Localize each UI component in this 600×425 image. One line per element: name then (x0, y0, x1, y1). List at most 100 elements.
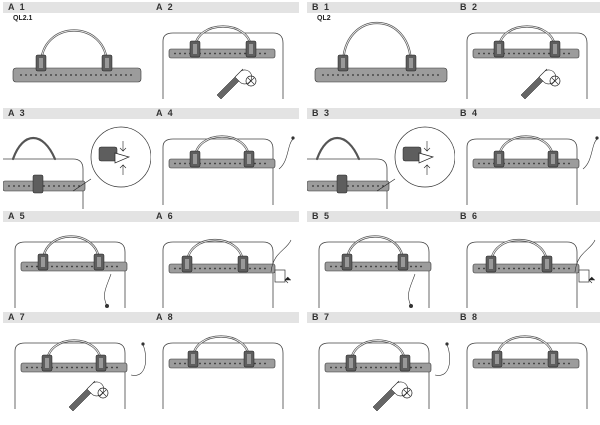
step-illustration (318, 339, 451, 412)
rail-hole (81, 265, 83, 268)
rail-hole (239, 362, 241, 365)
step-label: A 2 (156, 2, 175, 12)
rail-hole (407, 74, 409, 76)
rail-hole (417, 74, 419, 76)
rail-hole (43, 185, 45, 187)
rail-hole (538, 52, 540, 55)
rail-hole (71, 366, 73, 369)
carry-handle-highlight (194, 136, 250, 160)
rail-hole (332, 74, 334, 76)
rail-hole (538, 162, 540, 165)
step-panel-a3: A 3 (3, 108, 151, 213)
panel-header: A 6 (151, 211, 299, 222)
up-arrow (119, 164, 127, 175)
rail-hole (488, 52, 490, 55)
hook-slot (99, 358, 103, 368)
screwdriver (68, 388, 92, 412)
rail-hole (23, 185, 25, 187)
screw-cross (551, 77, 559, 85)
security-cord (130, 344, 147, 376)
rail-hole (422, 74, 424, 76)
rotation-arrow (238, 69, 252, 85)
screw-cross (403, 389, 411, 397)
step-label: B 8 (460, 312, 479, 322)
rail-hole (116, 265, 118, 268)
rail-hole (66, 366, 68, 369)
rail-hole (30, 74, 32, 76)
rail-hole (259, 162, 261, 165)
rail-hole (508, 362, 510, 365)
hook-slot (401, 257, 405, 267)
rail-hole (427, 74, 429, 76)
rail-hole (106, 366, 108, 369)
panel-header: A 4 (151, 108, 299, 119)
rail-hole (375, 265, 377, 268)
carry-handle-highlight (498, 136, 554, 160)
rail-hole (322, 185, 324, 187)
rail-hole (367, 185, 369, 187)
step-label: A 8 (156, 312, 175, 322)
rail-hole (395, 366, 397, 369)
step-panel-b4: B 4 (455, 108, 600, 213)
rail-hole (377, 185, 379, 187)
hook-slot (193, 44, 197, 54)
security-cord (278, 138, 294, 170)
rail-hole (387, 74, 389, 76)
rail-hole (234, 267, 236, 270)
security-cord (582, 138, 598, 170)
rail-hole (106, 265, 108, 268)
step-label: A 4 (156, 108, 175, 118)
step-illustration (466, 335, 588, 409)
step-panel-a6: A 6 (151, 211, 299, 316)
rail-hole (95, 74, 97, 76)
rotation-arrow (90, 381, 104, 397)
step-label: B 7 (312, 312, 331, 322)
step-label: A 6 (156, 211, 175, 221)
rail-hole (483, 162, 485, 165)
rail-hole (568, 362, 570, 365)
rail-hole (410, 366, 412, 369)
carry-handle-highlight (42, 236, 100, 263)
rail-hole (53, 185, 55, 187)
step-illustration (466, 25, 588, 100)
rail-hole (120, 74, 122, 76)
rail-hole (563, 162, 565, 165)
rail-hole (322, 74, 324, 76)
carry-handle (11, 137, 57, 161)
rail-hole (528, 52, 530, 55)
rail-hole (498, 267, 500, 270)
rail-hole (568, 52, 570, 55)
detail-leader (72, 178, 92, 192)
rail-hole (335, 366, 337, 369)
rail-hole (432, 74, 434, 76)
down-arrow (423, 141, 431, 152)
rail-hole (317, 185, 319, 187)
rail-hole (370, 366, 372, 369)
rail-hole (61, 265, 63, 268)
rail-hole (483, 362, 485, 365)
rail-hole (224, 362, 226, 365)
rail-hole (365, 366, 367, 369)
security-cord (574, 239, 596, 273)
rail-hole (392, 74, 394, 76)
panel-header: B 1 (307, 2, 455, 13)
rail-hole (125, 74, 127, 76)
pannier-bag (162, 342, 284, 409)
rail-hole (390, 265, 392, 268)
rail-hole (61, 366, 63, 369)
hook-detail (402, 146, 422, 162)
rail-hole (224, 162, 226, 165)
rail-hole (13, 185, 15, 187)
cord-end (595, 136, 599, 140)
rail-hole (26, 265, 28, 268)
rail-hole (86, 366, 88, 369)
rail-hole (91, 265, 93, 268)
rail-hole (357, 185, 359, 187)
rail-hole (513, 162, 515, 165)
rail-hole (395, 265, 397, 268)
rail-hole (174, 162, 176, 165)
rail-hole (533, 362, 535, 365)
step-illustration (162, 239, 292, 308)
rail-hole (219, 52, 221, 55)
panel-header: A 8 (151, 312, 299, 323)
